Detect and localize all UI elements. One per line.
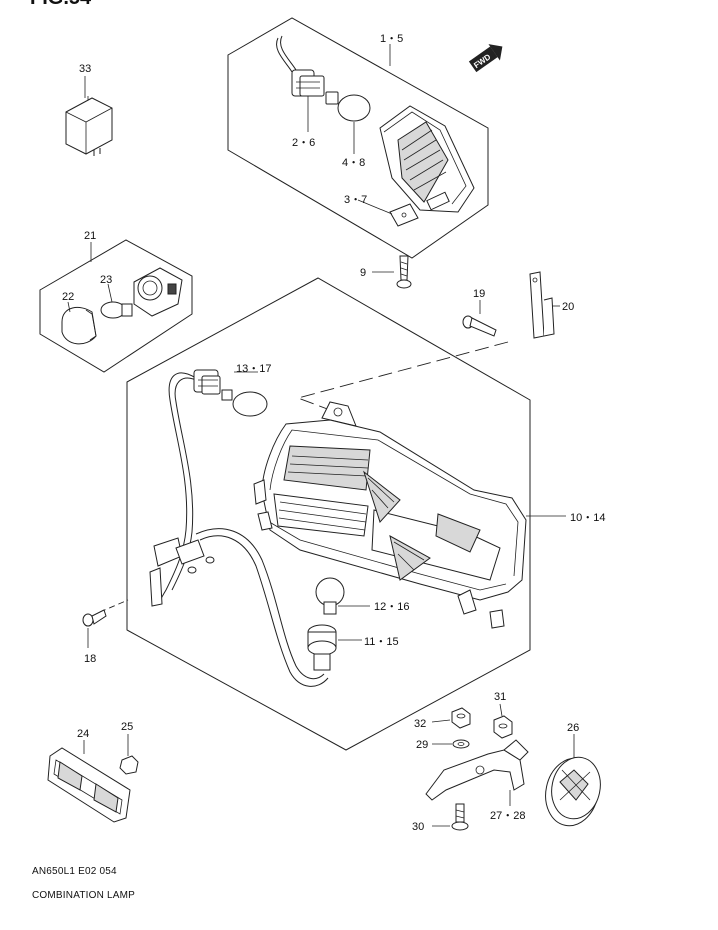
callout-2-6: 2・6	[292, 137, 315, 149]
socket-wire	[276, 37, 293, 73]
callout-18: 18	[84, 653, 96, 665]
callout-30: 30	[412, 821, 424, 833]
bracket-assembly: 32 29 31 27・28	[412, 691, 529, 833]
socket-11-15: 11・15	[307, 624, 399, 671]
callout-31: 31	[494, 691, 506, 703]
callout-10-14: 10・14	[570, 512, 605, 524]
callout-23: 23	[100, 274, 112, 286]
bracket-20: 20	[529, 271, 574, 339]
fwd-direction-badge: FWD	[468, 44, 503, 73]
round-reflector-26: 26	[545, 722, 601, 827]
figure-title: FIG.54	[30, 0, 92, 9]
bulb-4-8	[325, 91, 371, 122]
callout-11-15: 11・15	[364, 636, 399, 648]
group-frame-21	[39, 239, 193, 373]
callout-25: 25	[121, 721, 133, 733]
bracket-27-28: 27・28	[425, 739, 529, 822]
screw-9: 9	[360, 255, 412, 289]
clip-3-7	[389, 203, 419, 227]
combination-lamp-10-14: 10・14	[253, 401, 605, 629]
callout-1-5: 1・5	[380, 33, 403, 45]
callout-13-17: 13・17	[236, 363, 271, 375]
wedge-bulb-23: 23	[100, 274, 133, 319]
callout-9: 9	[360, 267, 366, 279]
screw-18: 18	[82, 599, 129, 665]
combination-lamp-group: 13・17	[126, 277, 605, 751]
callout-27-28: 27・28	[490, 810, 525, 822]
washer-29: 29	[416, 739, 470, 751]
screw-19: 19	[462, 288, 497, 337]
diagram-name: COMBINATION LAMP	[32, 890, 135, 901]
bolt-30: 30	[412, 803, 469, 833]
callout-12-16: 12・16	[374, 601, 409, 613]
lens-cap-22: 22	[61, 291, 97, 345]
wiring-harness	[158, 372, 197, 605]
socket-21	[133, 267, 183, 317]
turn-signal-group: 1・5 2・6 4・8 3・7	[227, 17, 489, 259]
relay-33: 33	[65, 63, 113, 156]
callout-3-7: 3・7	[344, 194, 367, 206]
callout-24: 24	[77, 728, 89, 740]
bulb-socket-2-6	[291, 69, 325, 97]
callout-32: 32	[414, 718, 426, 730]
callout-4-8: 4・8	[342, 157, 365, 169]
nut-31: 31	[493, 691, 513, 739]
bulb-12-16: 12・16	[315, 577, 409, 615]
harness-connector	[149, 537, 215, 607]
callout-21: 21	[84, 230, 96, 242]
callout-20: 20	[562, 301, 574, 313]
callout-26: 26	[567, 722, 579, 734]
callout-33: 33	[79, 63, 91, 75]
group-frame-main	[126, 277, 531, 751]
turn-signal-lamp	[379, 105, 475, 213]
socket-13-17: 13・17	[193, 363, 271, 417]
callout-22: 22	[62, 291, 74, 303]
group-frame-turn-signal	[227, 17, 489, 259]
callout-19: 19	[473, 288, 485, 300]
nut-25: 25	[119, 721, 139, 775]
reflector-24: 24	[47, 728, 131, 823]
diagram-code: AN650L1 E02 054	[32, 866, 117, 877]
callout-29: 29	[416, 739, 428, 751]
socket-group-21: 21 23 22	[39, 230, 193, 373]
nut-32: 32	[414, 707, 471, 730]
